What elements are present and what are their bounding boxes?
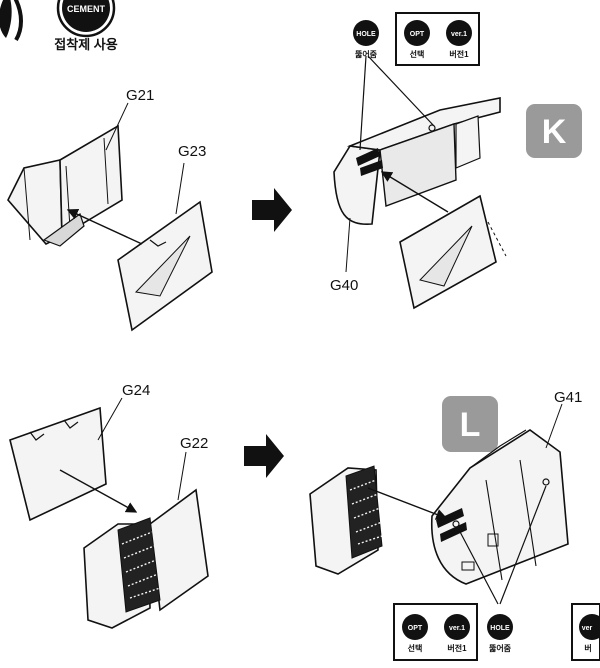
opt-badge-bottom: OPT 선택	[402, 614, 428, 653]
hole-badge-text-bottom: HOLE	[490, 625, 510, 632]
step-letter-k: K	[542, 113, 567, 151]
hole-pointer-lines-bottom	[457, 485, 547, 605]
hole-pointer-lines	[359, 55, 435, 151]
hole-badge-top: HOLE 뚫어줌	[353, 20, 379, 59]
ver-badge-partial-text: ver	[582, 625, 593, 632]
leader-g40	[345, 217, 351, 273]
label-g40: G40	[330, 277, 358, 294]
cement-instruction: CEMENT 접착제 사용	[0, 0, 118, 52]
opt-caption-bottom: 선택	[408, 643, 423, 653]
ver-caption-partial: 버	[584, 643, 591, 653]
ver-badge-text-bottom: ver.1	[449, 625, 465, 632]
opt-badge-top: OPT 선택	[404, 20, 430, 59]
arrow-g23-to-g21	[66, 209, 143, 245]
opt-ver-frame-top	[395, 12, 480, 66]
part-g24	[9, 406, 107, 522]
part-g22	[83, 488, 209, 629]
label-g23: G23	[178, 143, 206, 160]
arrow-g23-to-g40	[380, 171, 449, 213]
hole-badge-bottom: HOLE 뚫어줌	[487, 614, 513, 653]
cement-label: 접착제 사용	[54, 37, 117, 52]
ver-badge-partial: ver 버	[571, 603, 600, 661]
legend-bottom: OPT 선택 ver.1 버전1 HOLE 뚫어줌 ver 버	[393, 603, 600, 661]
step-box-k: K	[526, 104, 582, 158]
part-g23-attached	[399, 194, 507, 310]
leader-g23	[175, 162, 185, 215]
ver-caption-bottom: 버전1	[447, 643, 467, 653]
label-g22: G22	[180, 435, 208, 452]
step-arrow-l	[244, 434, 284, 478]
step-arrow-k	[252, 188, 292, 232]
opt-ver-frame-bottom	[393, 603, 478, 661]
part-g23	[117, 200, 213, 332]
part-g40-assembly	[333, 97, 501, 225]
part-g41	[430, 429, 569, 585]
legend-top: HOLE 뚫어줌 OPT 선택 ver.1 버전1	[353, 12, 480, 66]
opt-badge-text: OPT	[410, 31, 425, 38]
step-box-l: L	[442, 396, 498, 452]
cement-badge: CEMENT	[56, 0, 116, 38]
part-g22-attached	[309, 465, 383, 575]
hole-badge-text: HOLE	[356, 31, 376, 38]
ver-badge-top: ver.1 버전1	[446, 20, 472, 59]
opt-badge-text-bottom: OPT	[408, 625, 423, 632]
hole-caption-bottom: 뚫어줌	[489, 643, 512, 653]
cement-glue-icon	[0, 0, 23, 42]
leader-g24	[97, 397, 123, 441]
leader-g21	[105, 102, 129, 151]
arrow-g22-to-g41	[367, 487, 448, 520]
opt-caption: 선택	[410, 49, 425, 59]
arrow-g24-to-g22	[59, 469, 138, 513]
leader-g22	[177, 451, 187, 501]
hole-caption: 뚫어줌	[355, 49, 378, 59]
ver-badge-bottom: ver.1 버전1	[444, 614, 470, 653]
label-g21: G21	[126, 87, 154, 104]
label-g41: G41	[554, 389, 582, 406]
ver-caption: 버전1	[449, 49, 469, 59]
label-g24: G24	[122, 382, 150, 399]
cement-badge-text: CEMENT	[67, 4, 106, 14]
step-letter-l: L	[460, 406, 481, 444]
part-g21	[7, 124, 123, 247]
leader-g41	[545, 403, 563, 449]
ver-badge-text: ver.1	[451, 31, 467, 38]
